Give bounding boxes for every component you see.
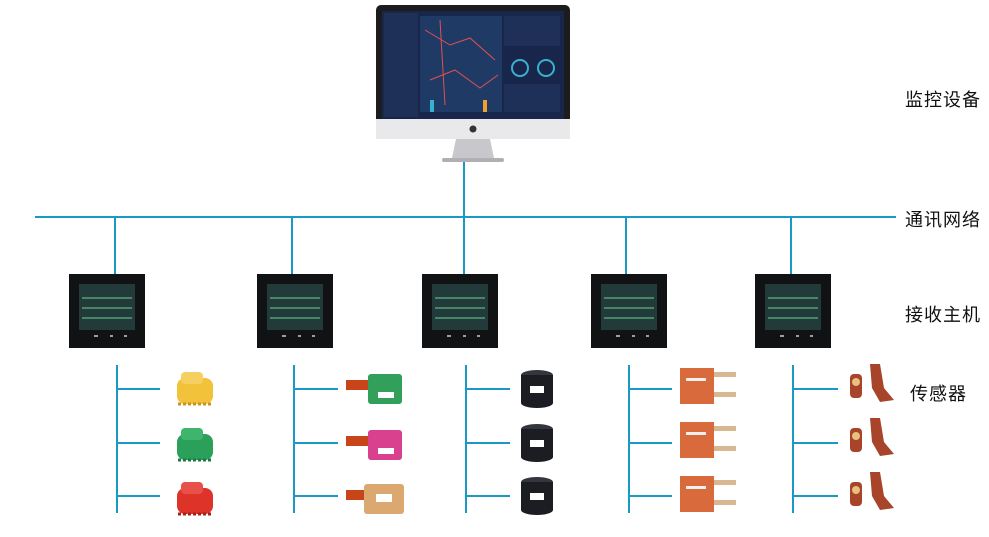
module-green-icon (346, 374, 402, 404)
sensor-red-icon (177, 482, 213, 516)
ct-sensor-icon (521, 424, 553, 462)
plug-sensor-icon (850, 364, 894, 402)
receiver-host-1 (69, 274, 145, 348)
busbar-sensor-icon (680, 476, 736, 512)
label-network-layer: 通讯网络 (905, 210, 981, 231)
monitor-icon (376, 5, 570, 162)
busbar-sensor-icon (680, 368, 736, 404)
label-host-layer: 接收主机 (905, 305, 981, 326)
sensor-yellow-icon (177, 372, 213, 406)
receiver-host-4 (591, 274, 667, 348)
busbar-sensor-icon (680, 422, 736, 458)
label-monitor-layer: 监控设备 (905, 90, 981, 111)
receiver-host-3 (422, 274, 498, 348)
module-tan-icon (346, 484, 404, 514)
network-lines (35, 162, 896, 274)
ct-sensor-icon (521, 370, 553, 408)
label-sensor-layer: 传感器 (910, 384, 967, 405)
sensor-branch-lines (116, 365, 838, 513)
plug-sensor-icon (850, 472, 894, 510)
sensor-green-icon (177, 428, 213, 462)
ct-sensor-icon (521, 477, 553, 515)
receiver-host-5 (755, 274, 831, 348)
module-pink-icon (346, 430, 402, 460)
receiver-host-2 (257, 274, 333, 348)
plug-sensor-icon (850, 418, 894, 456)
